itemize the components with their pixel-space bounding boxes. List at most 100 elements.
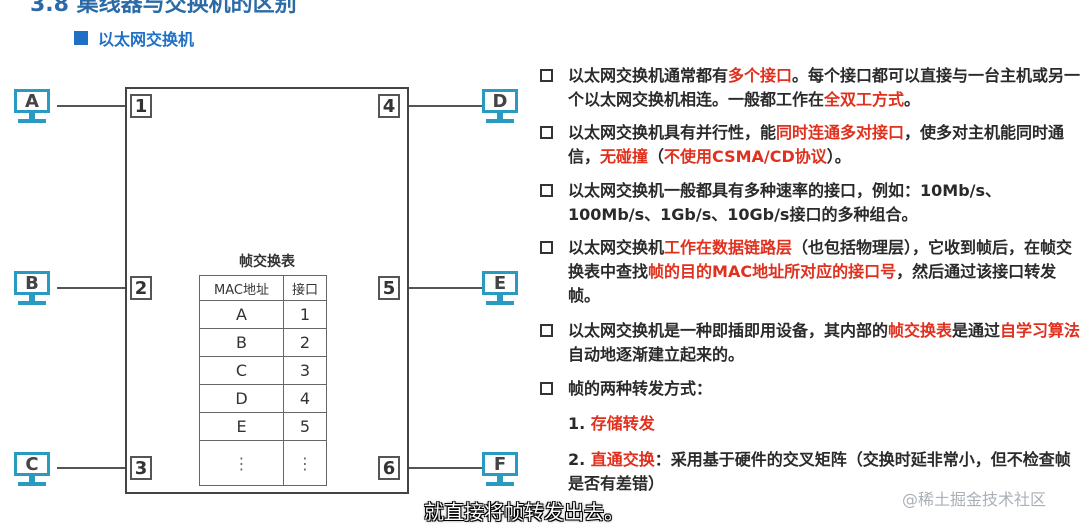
text-segment: ，使多对主机能同时通信， <box>568 123 1065 166</box>
text-segment: 。每个接口都可以直接与一台主机或另一个以太网交换机相连。一般都工作在 <box>568 66 1081 109</box>
checkbox-icon <box>540 241 553 254</box>
slide-title: 3.8 集线器与交换机的区别 <box>30 0 297 17</box>
highlight-text: 无碰撞 <box>600 147 649 166</box>
section-marker <box>74 31 88 45</box>
text-segment: 帧的两种转发方式： <box>568 379 713 398</box>
table-row: ⋮⋮ <box>199 440 327 486</box>
bullet-item: 以太网交换机是一种即插即用设备，其内部的帧交换表是通过自学习算法自动地逐渐建立起… <box>540 319 1085 367</box>
port-1: 1 <box>130 94 152 118</box>
host-f-computer-icon: F <box>481 451 521 491</box>
bullet-item: 以太网交换机通常都有多个接口。每个接口都可以直接与一台主机或另一个以太网交换机相… <box>540 64 1085 112</box>
port-cell: 1 <box>283 300 327 329</box>
link-b-2 <box>57 287 127 289</box>
bullet-item: 以太网交换机工作在数据链路层（也包括物理层），它收到帧后，在帧交换表中查找帧的目… <box>540 236 1085 308</box>
text-segment: ，然后通过该接口转发帧。 <box>568 262 1057 305</box>
text-segment: 以太网交换机具有并行性，能 <box>568 123 777 142</box>
port-cell: 3 <box>283 356 327 385</box>
checkbox-icon <box>540 126 553 139</box>
column-header-port: 接口 <box>283 275 327 301</box>
bullet-text: 以太网交换机通常都有多个接口。每个接口都可以直接与一台主机或另一个以太网交换机相… <box>568 64 1085 112</box>
highlight-text: 多个接口 <box>728 66 793 85</box>
highlight-text: 自学习算法 <box>1000 321 1081 340</box>
forwarding-mode-1: 1. 存储转发 <box>568 412 1078 436</box>
bullet-text: 以太网交换机一般都具有多种速率的接口，例如：10Mb/s、100Mb/s、1Gb… <box>568 179 1085 227</box>
checkbox-icon <box>540 184 553 197</box>
text-segment: （也包括物理层），它收到帧后，在帧交换表中查找 <box>568 238 1073 281</box>
bullet-text: 帧的两种转发方式： <box>568 377 1085 401</box>
link-e-5 <box>408 287 483 289</box>
checkbox-icon <box>540 324 553 337</box>
text-segment: （ <box>648 147 665 166</box>
port-cell: 2 <box>283 328 327 357</box>
mac-cell-ellipsis: ⋮ <box>199 440 284 486</box>
text-segment: ：采用基于硬件的交叉矩阵（交换时延非常小，但不检查帧是否有差错） <box>568 450 1071 493</box>
text-segment: ）。 <box>826 147 851 166</box>
video-subtitle: 就直接将帧转发出去。 <box>424 500 624 524</box>
host-a-label: A <box>14 89 50 113</box>
text-segment: 是通过 <box>952 321 1001 340</box>
highlight-text: 不使用CSMA/CD协议 <box>664 147 827 166</box>
host-b-label: B <box>14 271 50 295</box>
highlight-text: 存储转发 <box>590 414 655 433</box>
bullet-item: 以太网交换机具有并行性，能同时连通多对接口，使多对主机能同时通信，无碰撞（不使用… <box>540 121 1085 169</box>
section-heading: 以太网交换机 <box>74 26 194 50</box>
mac-cell: D <box>199 384 284 413</box>
link-f-6 <box>408 467 483 469</box>
link-c-3 <box>57 467 127 469</box>
link-d-4 <box>408 105 483 107</box>
bullet-text: 以太网交换机是一种即插即用设备，其内部的帧交换表是通过自学习算法自动地逐渐建立起… <box>568 319 1085 367</box>
host-a-computer-icon: A <box>13 88 53 128</box>
highlight-text: 全双工方式 <box>824 90 905 109</box>
highlight-text: 直通交换 <box>590 450 655 469</box>
port-3: 3 <box>130 456 152 480</box>
host-e-label: E <box>482 271 518 295</box>
port-cell: 5 <box>283 412 327 441</box>
port-6: 6 <box>378 456 400 480</box>
host-e-computer-icon: E <box>481 270 521 310</box>
forwarding-mode-2: 2. 直通交换：采用基于硬件的交叉矩阵（交换时延非常小，但不检查帧是否有差错） <box>568 448 1078 496</box>
highlight-text: 工作在数据链路层 <box>664 238 793 257</box>
watermark: @稀土掘金技术社区 <box>902 490 1047 509</box>
section-heading-text: 以太网交换机 <box>98 30 195 49</box>
highlight-text: 帧的目的MAC地址所对应的接口号 <box>648 262 897 281</box>
host-f-label: F <box>482 452 518 476</box>
checkbox-icon <box>540 69 553 82</box>
text-segment: 以太网交换机通常都有 <box>568 66 729 85</box>
text-segment: 2. <box>568 450 591 469</box>
host-c-label: C <box>14 452 50 476</box>
host-d-label: D <box>482 89 518 113</box>
bullet-text: 以太网交换机工作在数据链路层（也包括物理层），它收到帧后，在帧交换表中查找帧的目… <box>568 236 1085 308</box>
port-cell-ellipsis: ⋮ <box>283 440 327 486</box>
bullet-text: 以太网交换机具有并行性，能同时连通多对接口，使多对主机能同时通信，无碰撞（不使用… <box>568 121 1085 169</box>
text-segment: 以太网交换机 <box>568 238 665 257</box>
mac-cell: A <box>199 300 284 329</box>
mac-cell: B <box>199 328 284 357</box>
text-segment: 以太网交换机一般都具有多种速率的接口，例如：10Mb/s、100Mb/s、1Gb… <box>568 181 1002 224</box>
host-d-computer-icon: D <box>481 88 521 128</box>
port-5: 5 <box>378 276 400 300</box>
mac-cell: C <box>199 356 284 385</box>
bullet-item: 帧的两种转发方式： <box>540 377 1085 401</box>
port-cell: 4 <box>283 384 327 413</box>
checkbox-icon <box>540 382 553 395</box>
highlight-text: 同时连通多对接口 <box>776 123 905 142</box>
mac-cell: E <box>199 412 284 441</box>
text-segment: 。 <box>904 90 921 109</box>
port-4: 4 <box>378 94 400 118</box>
text-segment: 自动地逐渐建立起来的。 <box>568 345 745 364</box>
highlight-text: 帧交换表 <box>888 321 953 340</box>
host-b-computer-icon: B <box>13 270 53 310</box>
text-segment: 以太网交换机是一种即插即用设备，其内部的 <box>568 321 889 340</box>
bullet-item: 以太网交换机一般都具有多种速率的接口，例如：10Mb/s、100Mb/s、1Gb… <box>540 179 1085 227</box>
frame-table-title: 帧交换表 <box>239 254 295 270</box>
host-c-computer-icon: C <box>13 451 53 491</box>
port-2: 2 <box>130 276 152 300</box>
text-segment: 1. <box>568 414 591 433</box>
link-a-1 <box>57 105 127 107</box>
